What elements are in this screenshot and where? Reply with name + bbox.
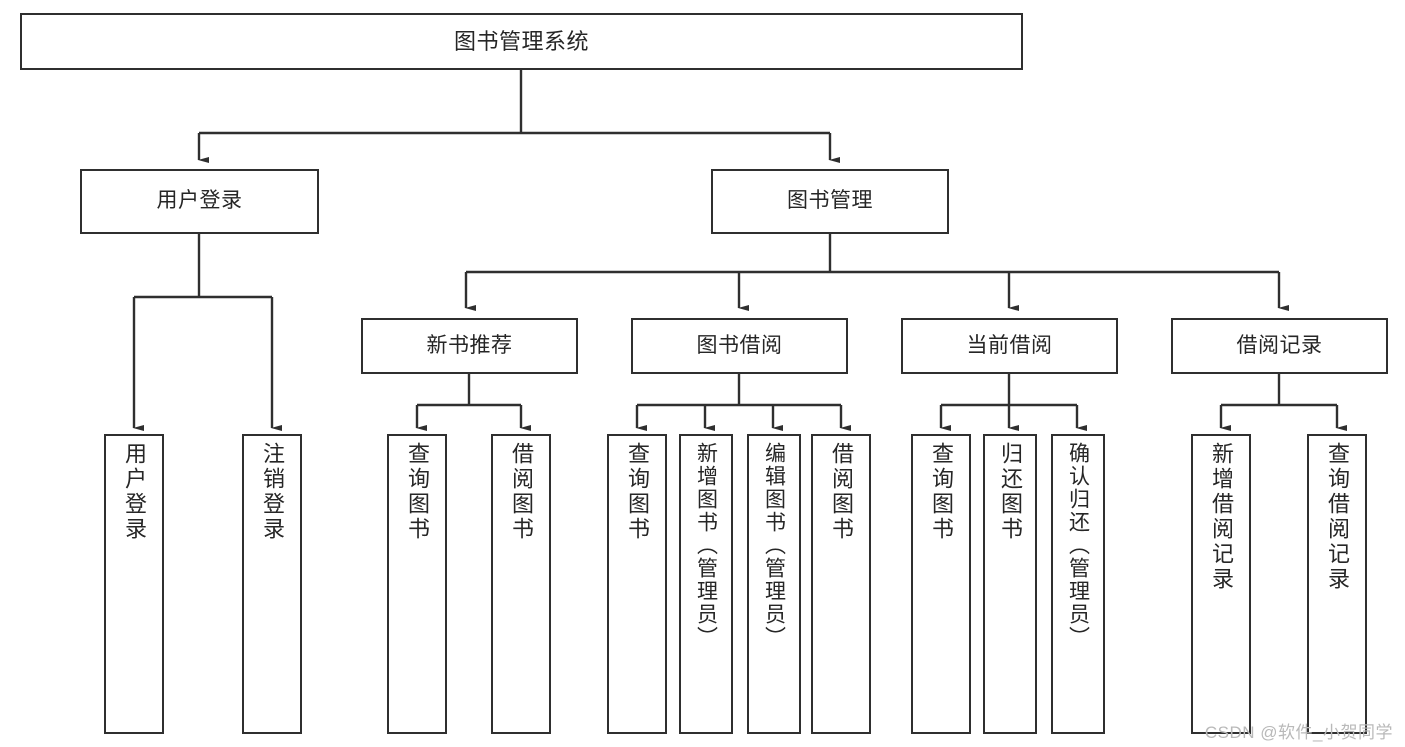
node-label: 归还图书 — [998, 442, 1023, 542]
node-label: 新增图书（管理员） — [694, 442, 718, 649]
node-new-book-recommend[interactable]: 新书推荐 — [361, 318, 578, 374]
leaf-query-book-current[interactable]: 查询图书 — [911, 434, 971, 734]
node-label: 编辑图书（管理员） — [762, 442, 786, 649]
node-label: 用户登录 — [122, 442, 147, 542]
node-label: 查询图书 — [929, 442, 954, 542]
leaf-borrow-book-recommend[interactable]: 借阅图书 — [491, 434, 551, 734]
node-user-login[interactable]: 用户登录 — [80, 169, 319, 234]
node-current-borrow[interactable]: 当前借阅 — [901, 318, 1118, 374]
node-label: 图书借阅 — [696, 333, 783, 357]
node-label: 查询借阅记录 — [1325, 442, 1350, 592]
node-book-management[interactable]: 图书管理 — [711, 169, 949, 234]
node-borrow-records[interactable]: 借阅记录 — [1171, 318, 1388, 374]
node-label: 借阅记录 — [1236, 333, 1323, 357]
leaf-return-book[interactable]: 归还图书 — [983, 434, 1037, 734]
node-label: 图书管理系统 — [453, 28, 589, 54]
node-label: 借阅图书 — [829, 442, 854, 542]
leaf-edit-book-admin[interactable]: 编辑图书（管理员） — [747, 434, 801, 734]
node-label: 当前借阅 — [966, 333, 1053, 357]
leaf-add-borrow-record[interactable]: 新增借阅记录 — [1191, 434, 1251, 734]
leaf-query-borrow-record[interactable]: 查询借阅记录 — [1307, 434, 1367, 734]
node-label: 借阅图书 — [509, 442, 534, 542]
leaf-user-login[interactable]: 用户登录 — [104, 434, 164, 734]
node-label: 用户登录 — [156, 189, 243, 213]
node-book-borrow[interactable]: 图书借阅 — [631, 318, 848, 374]
node-label: 新书推荐 — [426, 333, 513, 357]
node-label: 注销登录 — [260, 442, 285, 542]
node-label: 确认归还（管理员） — [1066, 442, 1090, 649]
node-label: 查询图书 — [405, 442, 430, 542]
node-label: 图书管理 — [787, 189, 873, 213]
node-label: 新增借阅记录 — [1209, 442, 1234, 592]
leaf-add-book-admin[interactable]: 新增图书（管理员） — [679, 434, 733, 734]
node-root-system[interactable]: 图书管理系统 — [20, 13, 1023, 70]
watermark-text: CSDN @软件_小贺同学 — [1204, 723, 1393, 742]
node-label: 查询图书 — [625, 442, 650, 542]
leaf-query-book-borrow[interactable]: 查询图书 — [607, 434, 667, 734]
leaf-borrow-book[interactable]: 借阅图书 — [811, 434, 871, 734]
leaf-logout[interactable]: 注销登录 — [242, 434, 302, 734]
leaf-confirm-return-admin[interactable]: 确认归还（管理员） — [1051, 434, 1105, 734]
leaf-query-book-recommend[interactable]: 查询图书 — [387, 434, 447, 734]
